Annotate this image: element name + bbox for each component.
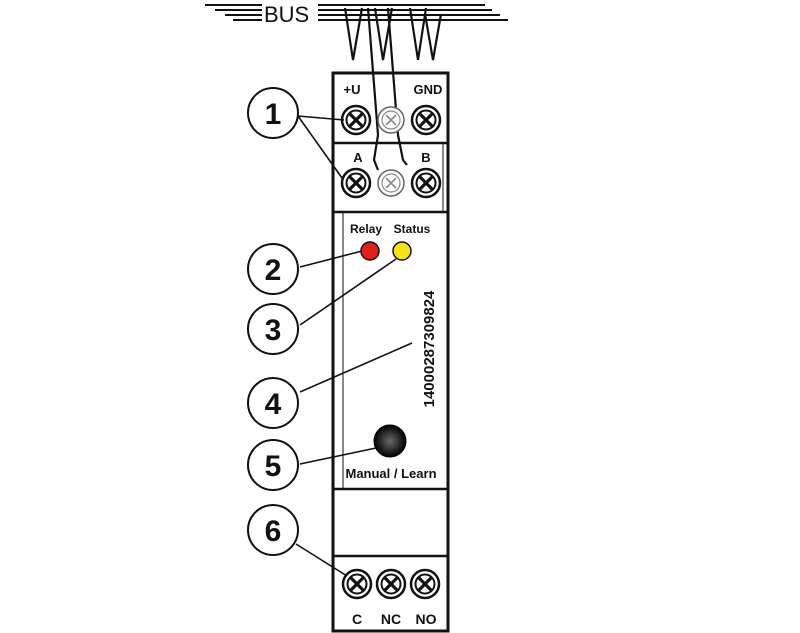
- status-led: [392, 241, 412, 261]
- relay-led-label: Relay: [350, 222, 382, 236]
- callout-2: 2: [247, 243, 299, 295]
- screw-terminal-nc[interactable]: [375, 568, 407, 600]
- serial-number: 14000287309824: [421, 290, 438, 407]
- terminal-label-b: B: [421, 150, 430, 165]
- callout-4: 4: [247, 377, 299, 429]
- terminal-label-gnd: GND: [414, 82, 443, 97]
- terminal-label-nc: NC: [381, 611, 401, 627]
- svg-text:3: 3: [265, 314, 282, 347]
- screw-terminal-no[interactable]: [409, 568, 441, 600]
- screw-terminal-plus-u[interactable]: [340, 104, 372, 136]
- manual-learn-button[interactable]: [373, 424, 407, 458]
- screw-terminal-a[interactable]: [340, 167, 372, 199]
- screw-terminal-b[interactable]: [410, 167, 442, 199]
- screw-terminal-c[interactable]: [341, 568, 373, 600]
- svg-text:4: 4: [265, 388, 282, 421]
- svg-text:1: 1: [265, 98, 282, 131]
- terminal-label-plus-u: +U: [344, 82, 361, 97]
- screw-terminal-empty: [377, 106, 405, 134]
- screw-terminal-gnd[interactable]: [410, 104, 442, 136]
- callout-5: 5: [247, 439, 299, 491]
- callout-leaders: [295, 115, 413, 577]
- svg-text:5: 5: [265, 450, 282, 483]
- relay-led: [360, 241, 380, 261]
- bus-label: BUS: [264, 2, 309, 27]
- bus-lines: [205, 4, 508, 21]
- callout-3: 3: [247, 303, 299, 355]
- svg-text:6: 6: [265, 515, 282, 548]
- svg-text:2: 2: [265, 254, 282, 287]
- status-led-label: Status: [394, 222, 431, 236]
- terminal-label-no: NO: [416, 611, 437, 627]
- device-housing: [331, 71, 450, 633]
- callout-1: 1: [247, 87, 299, 139]
- screw-terminal-empty: [377, 169, 405, 197]
- callout-6: 6: [247, 504, 299, 556]
- manual-learn-label: Manual / Learn: [345, 466, 436, 481]
- terminal-label-c: C: [352, 611, 362, 627]
- terminal-label-a: A: [353, 150, 363, 165]
